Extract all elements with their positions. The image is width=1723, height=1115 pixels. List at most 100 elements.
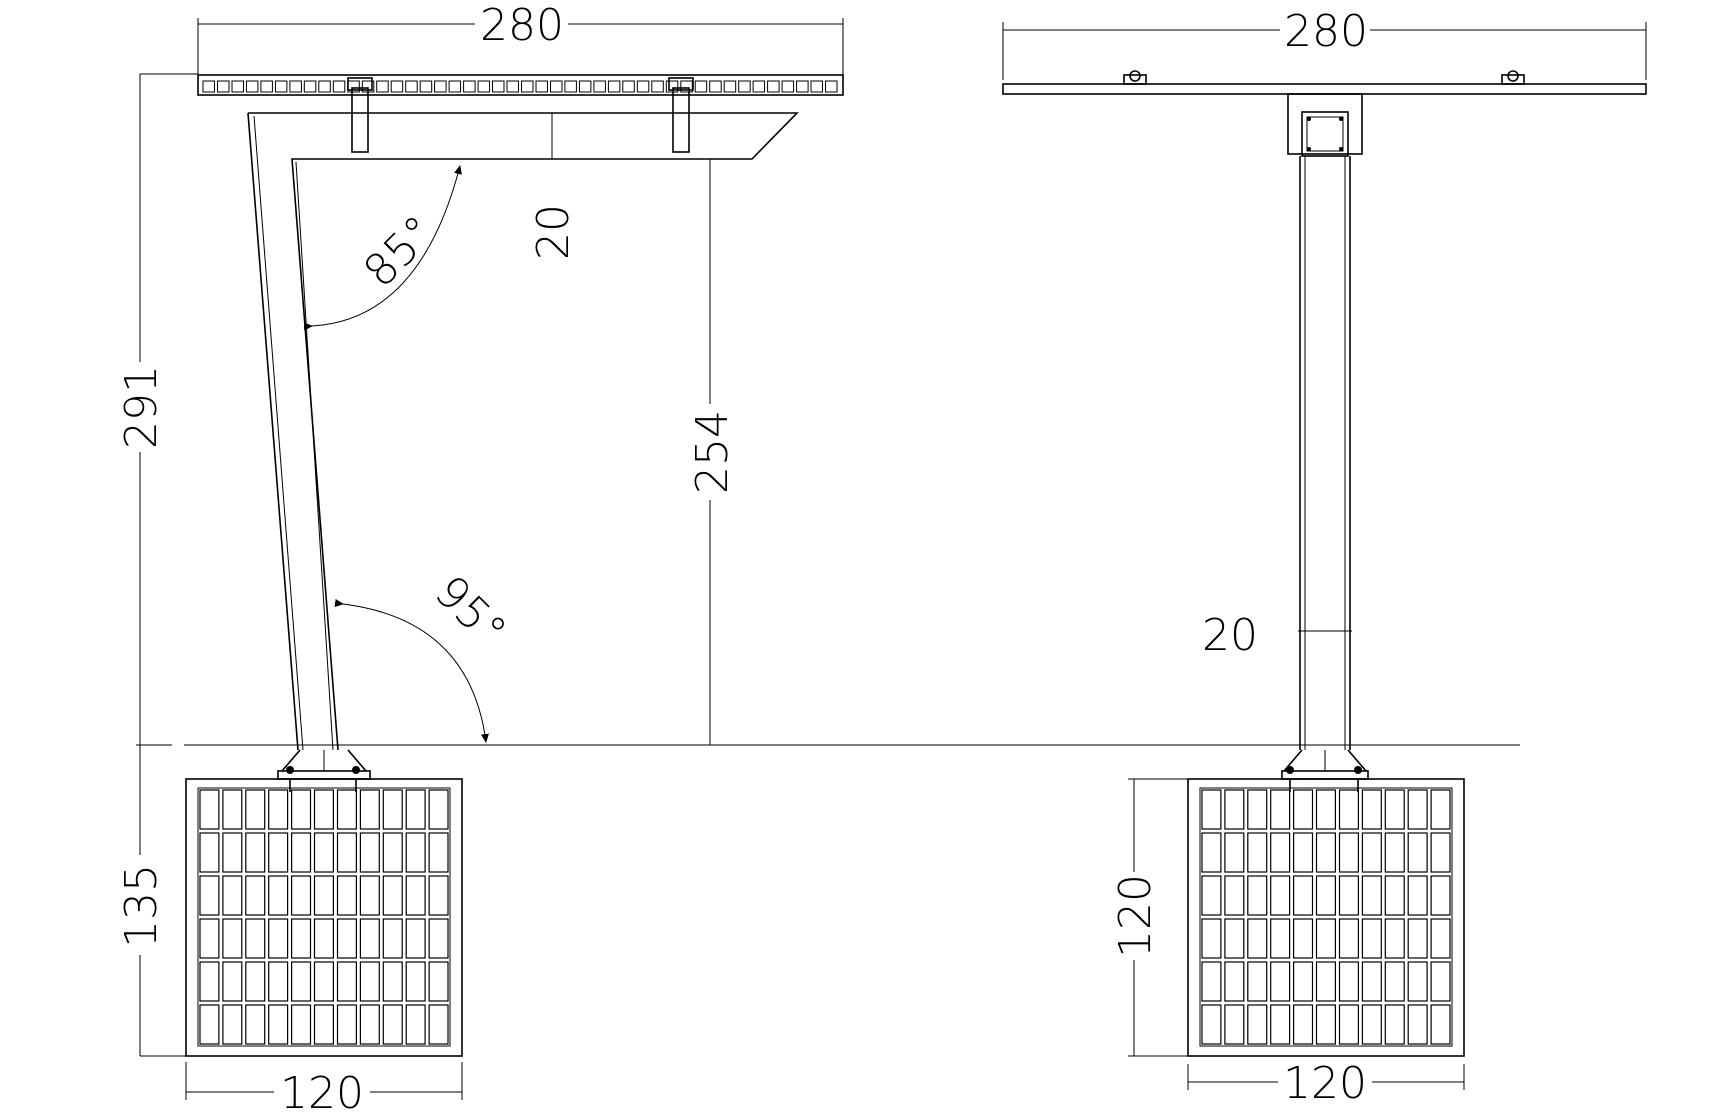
slat xyxy=(607,80,621,93)
slat xyxy=(752,80,766,93)
grid-cell xyxy=(1292,832,1314,873)
frame-beam-column xyxy=(247,112,799,751)
grid-cell xyxy=(382,1004,403,1045)
left-view: 280 20 85° 95° xyxy=(116,0,1520,1115)
grid-cell xyxy=(359,918,380,959)
grid-cell xyxy=(1361,832,1382,873)
slat xyxy=(564,80,577,93)
grid-cell xyxy=(1224,1004,1245,1045)
slat xyxy=(448,80,462,93)
label-total-height: 291 xyxy=(116,365,167,449)
grid-cell xyxy=(291,918,312,959)
grid-cell xyxy=(1407,918,1428,959)
grid-cell xyxy=(1201,875,1222,916)
slat xyxy=(318,80,331,93)
slat xyxy=(578,80,592,93)
slat xyxy=(231,80,244,93)
grid-cell xyxy=(1292,875,1314,916)
slat xyxy=(332,80,346,93)
grid-cell xyxy=(1315,1004,1336,1045)
grid-cell xyxy=(1315,789,1336,830)
grid-cell xyxy=(291,875,312,916)
canopy-slats xyxy=(197,74,844,96)
grid-cell xyxy=(336,918,357,959)
grid-cell xyxy=(245,832,266,873)
label-base-height-left: 135 xyxy=(116,864,167,948)
grid-cell xyxy=(336,875,357,916)
grid-cell xyxy=(1407,832,1428,873)
grid-cell xyxy=(405,832,426,873)
bolt-icon xyxy=(352,766,360,774)
grid-cell xyxy=(222,832,243,873)
grid-cell xyxy=(1292,789,1314,830)
slat xyxy=(665,80,679,93)
dim-left-top-width: 280 xyxy=(197,0,844,80)
label-right-width: 280 xyxy=(1284,6,1368,57)
grid-cell xyxy=(382,789,403,830)
slat xyxy=(636,80,650,93)
slat xyxy=(810,80,823,93)
grid-cell xyxy=(1384,1004,1405,1045)
grid-cell xyxy=(359,961,380,1002)
angle-top: 85° xyxy=(303,165,462,331)
canopy-clamp-right xyxy=(1501,70,1525,85)
grid-cell xyxy=(1338,918,1359,959)
grid-cell xyxy=(1338,1004,1359,1045)
label-beam-depth: 20 xyxy=(528,204,579,260)
grid-cell xyxy=(313,789,334,830)
slat xyxy=(289,80,302,93)
slat xyxy=(506,80,519,93)
grid-cell xyxy=(1361,1004,1382,1045)
slat xyxy=(202,80,215,93)
grid-cell xyxy=(428,875,449,916)
grid-cell xyxy=(359,832,380,873)
label-base-height-right: 120 xyxy=(1110,874,1161,958)
grid-cell xyxy=(1430,1004,1451,1045)
grid-cell xyxy=(268,789,289,830)
grid-cell xyxy=(1247,789,1268,830)
clamp-left xyxy=(347,77,373,91)
grid-cell xyxy=(313,918,334,959)
grid-cell xyxy=(382,832,403,873)
grid-cell xyxy=(405,789,426,830)
grid-cell xyxy=(1247,961,1268,1002)
column-right xyxy=(1298,156,1352,750)
label-angle-bottom: 95° xyxy=(425,566,516,657)
grid-cell xyxy=(1270,832,1291,873)
grid-cell xyxy=(222,1004,243,1045)
grid-cell xyxy=(382,875,403,916)
slat xyxy=(593,80,606,93)
slat xyxy=(477,80,491,93)
grid-cell xyxy=(291,832,312,873)
dim-total-height: 291 xyxy=(116,73,198,745)
grid-cell xyxy=(268,875,289,916)
grid-cell xyxy=(313,832,334,873)
grid-cell xyxy=(359,1004,380,1045)
canopy-plate xyxy=(1002,83,1647,95)
grid-cell xyxy=(199,961,220,1002)
grid-cell xyxy=(1201,1004,1222,1045)
dim-column-height: 254 xyxy=(687,159,738,745)
grid-cell xyxy=(222,961,243,1002)
slat xyxy=(376,80,389,93)
grid-cell xyxy=(1315,961,1336,1002)
slat xyxy=(723,80,737,93)
slat xyxy=(535,80,548,93)
grid-cell xyxy=(268,918,289,959)
slat xyxy=(781,80,795,93)
grid-cell xyxy=(1224,875,1245,916)
grid-cell xyxy=(1292,1004,1314,1045)
clamp-right xyxy=(668,77,694,91)
slat xyxy=(796,80,809,93)
grid-cell xyxy=(1224,961,1245,1002)
grid-cell xyxy=(222,918,243,959)
grid-cell xyxy=(199,1004,220,1045)
grid-cell xyxy=(336,961,357,1002)
dim-base-width-right: 120 xyxy=(1187,1058,1465,1109)
bolt-icon xyxy=(1354,766,1362,774)
grid-cell xyxy=(245,918,266,959)
dim-base-height-left: 135 xyxy=(116,745,186,1057)
grid-cell xyxy=(336,832,357,873)
slat xyxy=(825,80,838,93)
grid-cell xyxy=(1430,875,1451,916)
